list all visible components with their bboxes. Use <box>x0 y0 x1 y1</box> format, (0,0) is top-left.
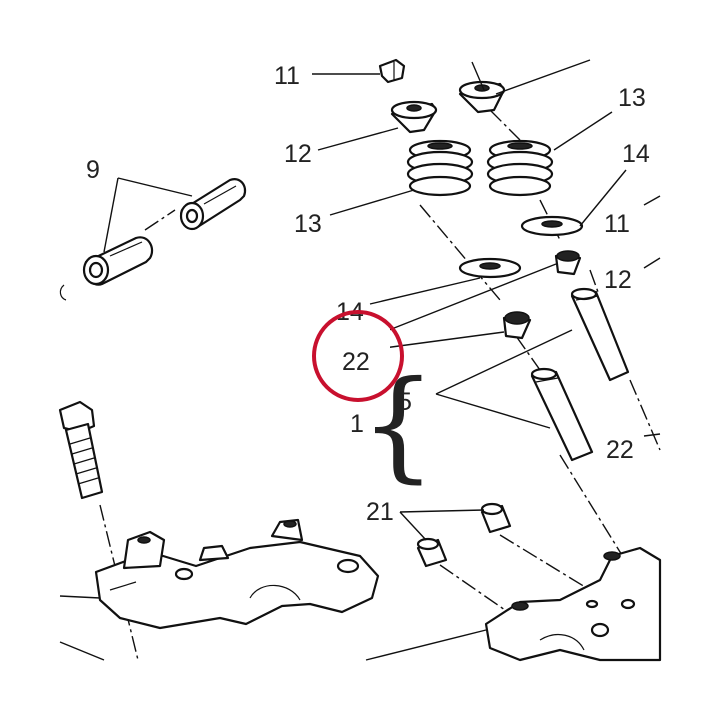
spring-seat-left <box>458 257 522 279</box>
spring-seat-upper-right <box>520 215 584 237</box>
dowel-upper <box>480 502 512 534</box>
highlight-circle <box>312 310 404 402</box>
label-13-spring-right: 13 <box>618 84 646 112</box>
rocker-bush-lower <box>82 236 154 286</box>
leader-lines <box>59 59 661 661</box>
valve-spring-right <box>486 139 554 197</box>
cylinder-bolt <box>58 400 104 500</box>
label-11-collet: 11 <box>274 62 300 90</box>
label-12-spring-cap: 12 <box>284 140 312 168</box>
valve-seal-right <box>554 250 582 276</box>
label-9-bush: 9 <box>86 156 100 184</box>
valve-seal-left <box>502 311 532 340</box>
valve-spring-left <box>406 139 474 197</box>
cylinder-head <box>484 546 662 662</box>
label-14-seat-right: 14 <box>622 140 650 168</box>
label-5-guide: 5 <box>398 388 412 416</box>
label-21-dowel: 21 <box>366 498 394 526</box>
label-22-seal-highlighted: 22 <box>342 348 370 376</box>
dowel-lower <box>416 537 448 568</box>
label-1-group: 1 <box>350 410 364 438</box>
rocker-bush-upper <box>179 178 247 231</box>
valve-collet-left <box>378 58 406 84</box>
label-13-spring-left: 13 <box>294 210 322 238</box>
group-1-brace: { <box>360 356 436 495</box>
label-11-collet-right: 11 <box>604 210 630 238</box>
rocker-support <box>94 518 380 630</box>
label-12-cap-right: 12 <box>604 266 632 294</box>
spring-cap-left <box>390 100 438 134</box>
spring-cap-right <box>458 80 506 114</box>
valve-guide-left <box>530 367 594 462</box>
label-22-seal-right: 22 <box>606 436 634 464</box>
valve-guide-right <box>570 287 630 382</box>
